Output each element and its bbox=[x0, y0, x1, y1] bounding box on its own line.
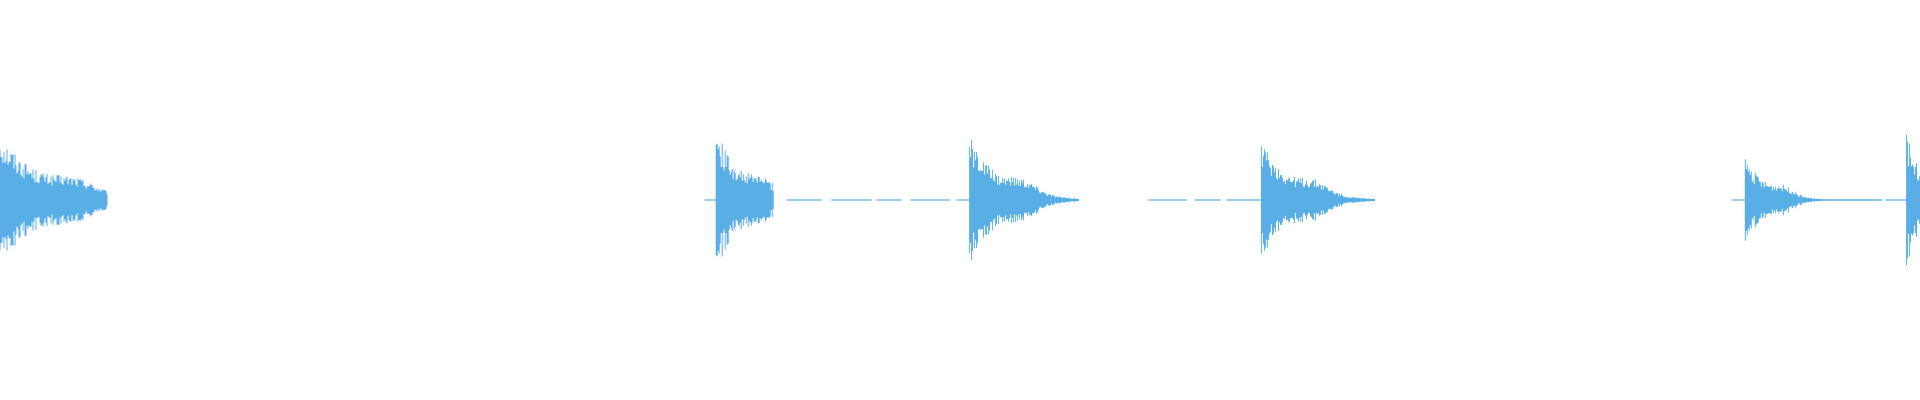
waveform-track bbox=[0, 135, 1920, 265]
